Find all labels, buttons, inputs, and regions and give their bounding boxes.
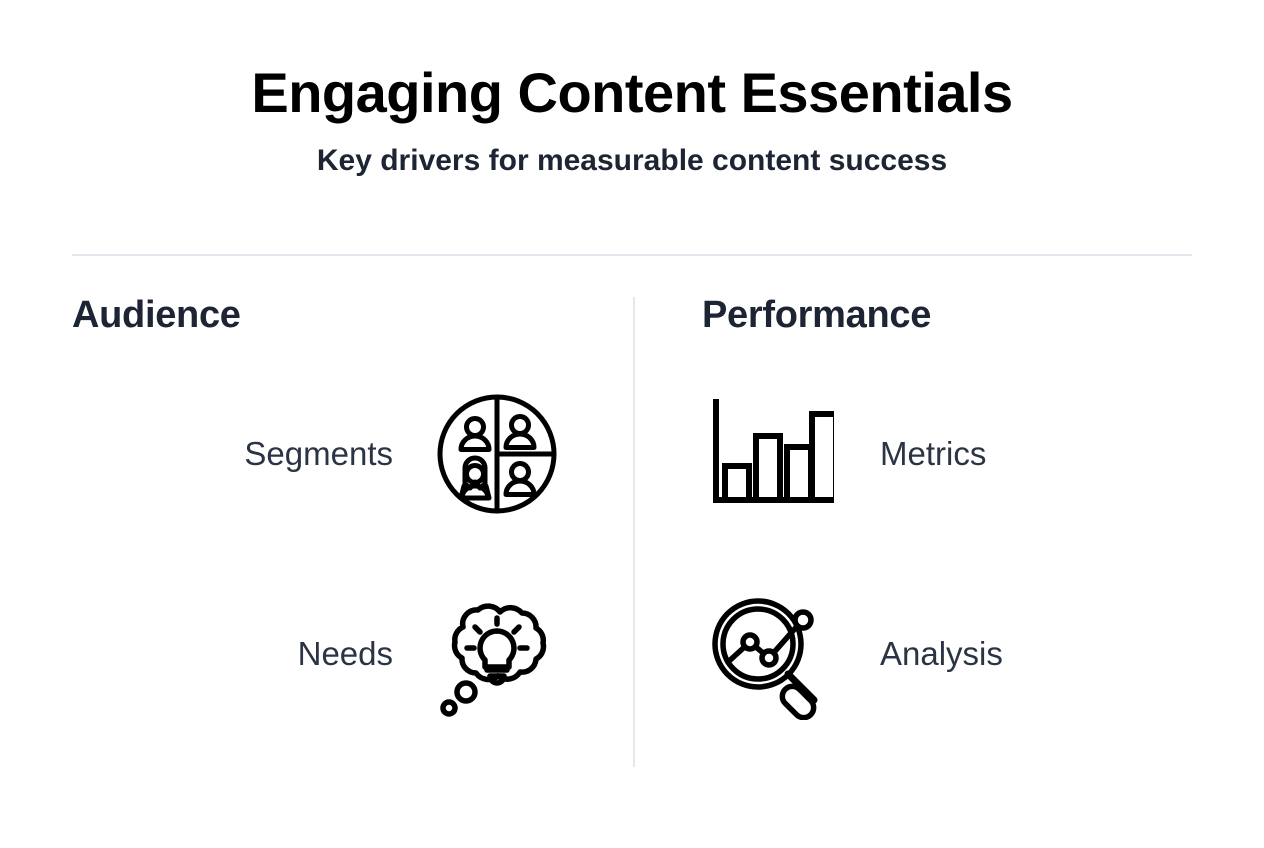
- list-item-metrics[interactable]: Metrics: [702, 374, 1192, 534]
- page-title: Engaging Content Essentials: [251, 61, 1013, 124]
- column-heading-audience: Audience: [72, 294, 241, 336]
- item-label-segments: Segments: [244, 434, 393, 472]
- item-label-analysis: Analysis: [880, 634, 1003, 672]
- item-label-metrics: Metrics: [880, 434, 987, 472]
- audience-segments-circle-icon: [431, 388, 563, 520]
- performance-item-list: Metrics: [702, 374, 1192, 734]
- column-audience: Audience Segments: [72, 294, 617, 734]
- column-performance: Performance Metric: [702, 294, 1192, 734]
- slide-header: Engaging Content Essentials Key drivers …: [72, 61, 1192, 179]
- list-item-needs[interactable]: Needs: [72, 574, 617, 734]
- header-divider: [72, 254, 1192, 256]
- page-subtitle: Key drivers for measurable content succe…: [316, 143, 948, 177]
- magnifier-line-chart-icon: [702, 588, 834, 720]
- thought-bubble-lightbulb-icon: [431, 588, 563, 720]
- item-label-needs: Needs: [297, 634, 393, 672]
- column-divider: [633, 297, 635, 767]
- bar-chart-icon: [702, 388, 834, 520]
- audience-item-list: Segments: [72, 374, 617, 734]
- list-item-segments[interactable]: Segments: [72, 374, 617, 534]
- column-heading-performance: Performance: [702, 294, 932, 336]
- list-item-analysis[interactable]: Analysis: [702, 574, 1192, 734]
- content-columns: Audience Segments: [0, 294, 1264, 774]
